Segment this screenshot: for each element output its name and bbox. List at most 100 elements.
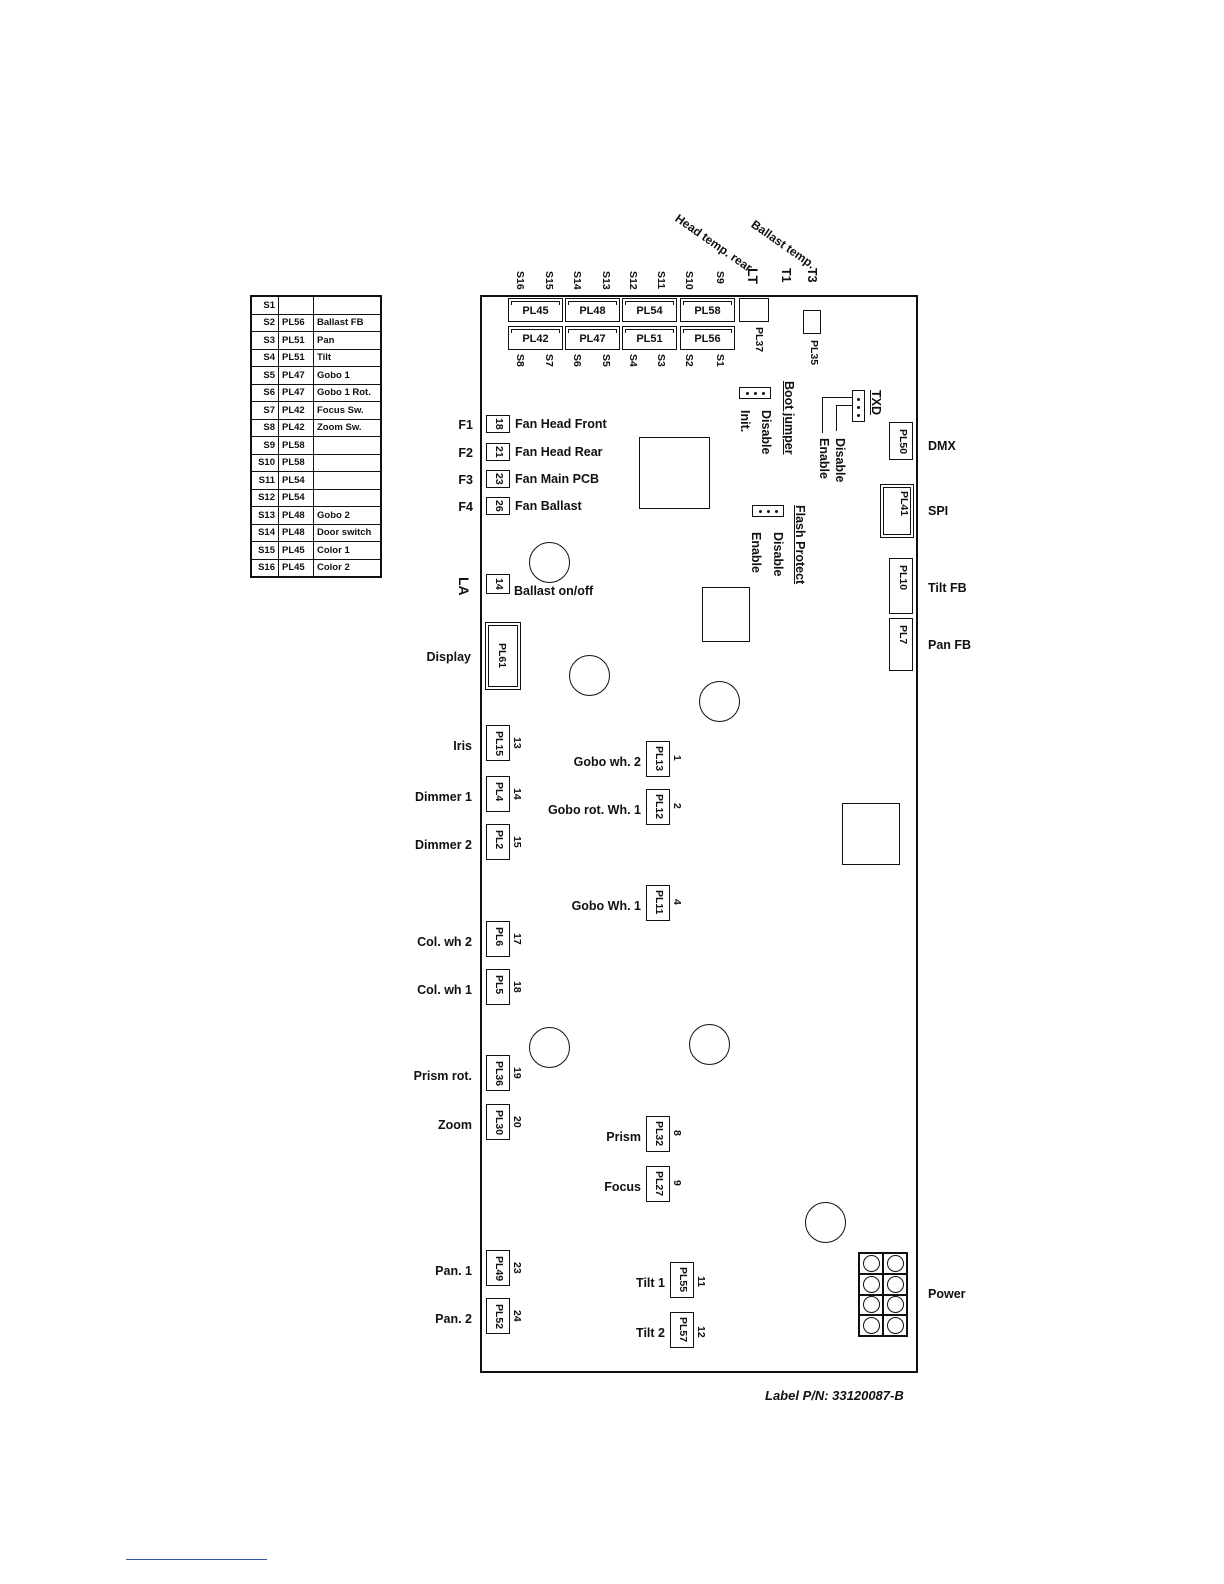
switch-id: S9 (250, 436, 279, 455)
switch-id: S4 (250, 348, 279, 367)
fan-pin-number: 23 (493, 473, 505, 485)
channel-number: 15 (511, 836, 523, 848)
fan-connector (486, 443, 510, 461)
switch-plug: PL42 (278, 418, 314, 437)
switch-function: Color 1 (313, 541, 382, 560)
motor-connector (646, 1166, 670, 1202)
motor-connector (486, 776, 510, 812)
channel-number: 23 (511, 1262, 523, 1274)
switch-plug: PL47 (278, 366, 314, 385)
switch-id: S14 (250, 523, 279, 542)
fan-label: Fan Main PCB (515, 472, 600, 486)
connector-function-label: Pan. 1 (435, 1264, 472, 1278)
motor-connector (486, 969, 510, 1005)
channel-number: 17 (511, 933, 523, 945)
boot-jumper-disable: Disable (759, 410, 773, 455)
switch-function: Pan (313, 331, 382, 350)
channel-number: 11 (695, 1276, 707, 1288)
boot-jumper-init: Init. (738, 410, 752, 433)
plug-label: PL11 (653, 890, 665, 915)
connector-label: PL54 (636, 305, 663, 317)
board-connector (889, 422, 913, 460)
motor-connector (486, 725, 510, 761)
plug-label: PL27 (653, 1171, 665, 1197)
ballast-connector (486, 574, 510, 594)
switch-plug: PL45 (278, 558, 314, 578)
lt-label: LT (745, 268, 761, 285)
switch-plug: PL48 (278, 523, 314, 542)
connector-label: PL47 (579, 333, 606, 345)
connector-function-label: Pan. 2 (435, 1312, 472, 1326)
plug-label: PL13 (653, 746, 665, 772)
channel-number: 20 (511, 1116, 523, 1128)
switch-plug: PL54 (278, 471, 314, 490)
connector-label: PL56 (694, 333, 721, 345)
connector-function-label: Col. wh 2 (417, 935, 472, 949)
connector-function-label: Tilt 1 (636, 1276, 665, 1290)
flash-protect-enable: Enable (749, 532, 763, 573)
switch-id: S6 (250, 383, 279, 402)
pl35-label: PL35 (808, 340, 820, 366)
switch-function: Tilt (313, 348, 382, 367)
top-connector: PL42 (508, 326, 563, 350)
connector-latch (511, 301, 560, 305)
switch-id: S10 (250, 453, 279, 472)
motor-connector (646, 885, 670, 921)
switch-function (313, 453, 382, 472)
boot-jumper-header (739, 387, 771, 399)
connector-label: PL42 (522, 333, 549, 345)
top-connector: PL56 (680, 326, 735, 350)
top-connector: PL45 (508, 298, 563, 322)
channel-number: 18 (511, 981, 523, 993)
t1-label: T1 (779, 268, 793, 283)
display-pl: PL61 (496, 643, 508, 669)
pcb-outline (480, 295, 918, 1373)
board-connector (889, 558, 913, 614)
channel-number: 2 (671, 803, 683, 809)
connector-label: PL58 (694, 305, 721, 317)
switch-plug: PL48 (278, 506, 314, 525)
fan-label: Fan Head Front (515, 417, 607, 431)
la-label: LA (456, 577, 472, 596)
fan-connector (486, 415, 510, 433)
connector-function-label: DMX (928, 439, 956, 453)
connector-function-label: Dimmer 1 (415, 790, 472, 804)
ballast-label: Ballast on/off (514, 584, 594, 598)
power-connector (858, 1252, 908, 1337)
motor-connector (646, 789, 670, 825)
switch-id: S2 (250, 313, 279, 332)
plug-label: PL52 (493, 1304, 505, 1330)
txd-disable: Disable (833, 438, 847, 483)
switch-function (313, 471, 382, 490)
switch-plug: PL58 (278, 453, 314, 472)
switch-label: S13 (600, 271, 612, 290)
switch-label: S15 (543, 271, 555, 290)
switch-id: S8 (250, 418, 279, 437)
switch-id: S7 (250, 401, 279, 420)
switch-function: Gobo 1 (313, 366, 382, 385)
ic-chip-1 (639, 437, 710, 509)
ic-chip-2 (702, 587, 750, 642)
motor-connector (486, 1250, 510, 1286)
pl37-label: PL37 (753, 327, 765, 353)
txd-enable: Enable (817, 438, 831, 479)
mounting-hole (529, 1027, 570, 1068)
switch-plug (278, 295, 314, 315)
fan-id: F1 (458, 418, 473, 432)
fan-id: F3 (458, 473, 473, 487)
switch-id: S1 (250, 295, 279, 315)
switch-id: S3 (250, 331, 279, 350)
plug-label: PL5 (493, 975, 505, 995)
connector-function-label: Iris (453, 739, 472, 753)
connector-function-label: Col. wh 1 (417, 983, 472, 997)
connector-latch (683, 329, 732, 333)
